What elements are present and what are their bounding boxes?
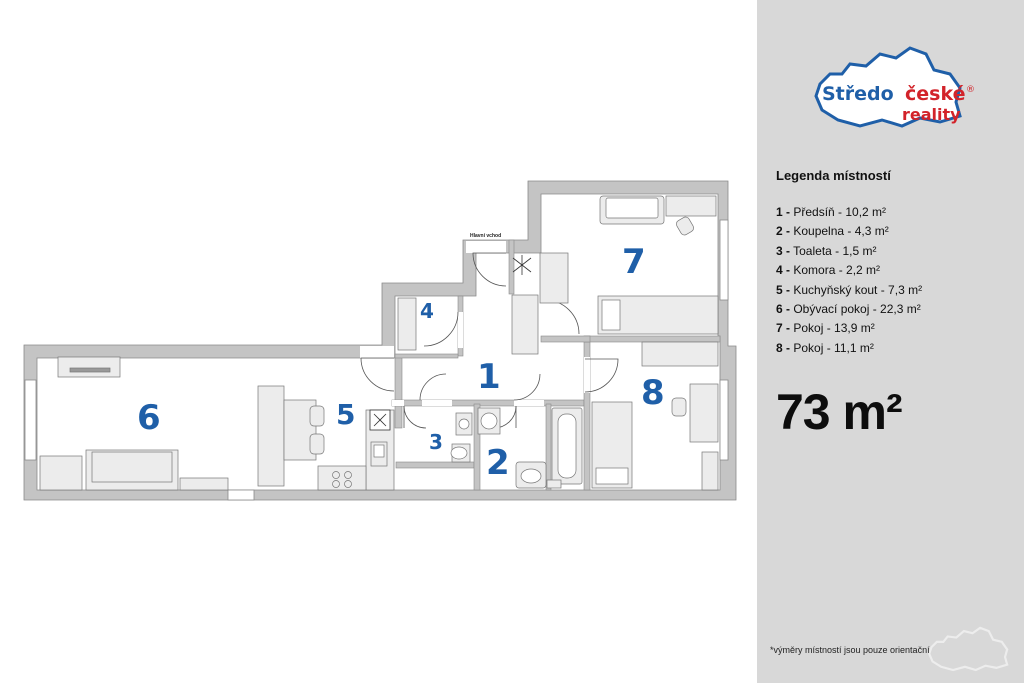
legend-item: 4 - Komora - 2,2 m² <box>776 261 922 280</box>
legend-item: 6 - Obývací pokoj - 22,3 m² <box>776 300 922 319</box>
legend-text: Pokoj - 11,1 m² <box>790 340 874 355</box>
legend-num: 7 - <box>776 321 791 336</box>
legend-num: 4 - <box>776 263 791 278</box>
room-number-7: 7 <box>622 242 646 282</box>
legend-text: Toaleta - 1,5 m² <box>790 243 877 258</box>
company-logo: Středo české ® reality <box>814 46 975 128</box>
legend-text: Koupelna - 4,3 m² <box>790 224 889 239</box>
legend-title: Legenda místností <box>776 168 891 183</box>
logo-word-2: české <box>905 83 965 105</box>
total-area: 73 m² <box>776 384 903 440</box>
room-number-5: 5 <box>336 398 355 431</box>
floor-plan: Hlavní vchod 1 2 3 4 5 6 7 8 <box>23 180 737 501</box>
legend-text: Komora - 2,2 m² <box>790 263 881 278</box>
legend-text: Kuchyňský kout - 7,3 m² <box>790 282 923 297</box>
legend-item: 8 - Pokoj - 11,1 m² <box>776 339 922 358</box>
interior-walls <box>391 239 721 491</box>
legend-text: Obývací pokoj - 22,3 m² <box>790 301 921 316</box>
outer-walls <box>23 180 737 501</box>
legend-item: 5 - Kuchyňský kout - 7,3 m² <box>776 281 922 300</box>
logo-word-1: Středo <box>822 83 894 105</box>
legend-item: 1 - Předsíň - 10,2 m² <box>776 203 922 222</box>
footnote: *výměry místností jsou pouze orientační <box>770 645 930 655</box>
furniture <box>39 195 719 491</box>
logo-word-3: reality <box>902 105 961 124</box>
room-number-8: 8 <box>641 373 665 413</box>
door-openings <box>360 241 590 406</box>
room-number-4: 4 <box>420 299 434 323</box>
ventilation-icon <box>369 255 532 431</box>
legend-num: 5 - <box>776 282 791 297</box>
legend-num: 8 - <box>776 340 791 355</box>
legend-num: 1 - <box>776 205 791 219</box>
legend-num: 6 - <box>776 301 791 316</box>
room-number-2: 2 <box>486 443 510 483</box>
legend-item: 7 - Pokoj - 13,9 m² <box>776 319 922 338</box>
info-panel: Středo české ® reality Legenda místností… <box>757 0 1024 683</box>
legend-item: 2 - Koupelna - 4,3 m² <box>776 222 922 241</box>
legend-text: Pokoj - 13,9 m² <box>790 321 875 336</box>
room-number-3: 3 <box>429 430 443 454</box>
logo-registered: ® <box>966 85 975 95</box>
legend-item: 3 - Toaleta - 1,5 m² <box>776 242 922 261</box>
region-map-icon <box>814 46 962 128</box>
entrance-label: Hlavní vchod <box>470 233 501 239</box>
watermark-logo <box>928 626 1009 672</box>
legend-num: 2 - <box>776 224 791 239</box>
room-legend: 1 - Předsíň - 10,2 m² 2 - Koupelna - 4,3… <box>776 203 922 358</box>
legend-num: 3 - <box>776 243 791 258</box>
legend-text: Předsíň - 10,2 m² <box>790 205 887 219</box>
windows <box>24 219 729 501</box>
room-number-6: 6 <box>137 398 161 438</box>
room-number-1: 1 <box>477 357 501 397</box>
